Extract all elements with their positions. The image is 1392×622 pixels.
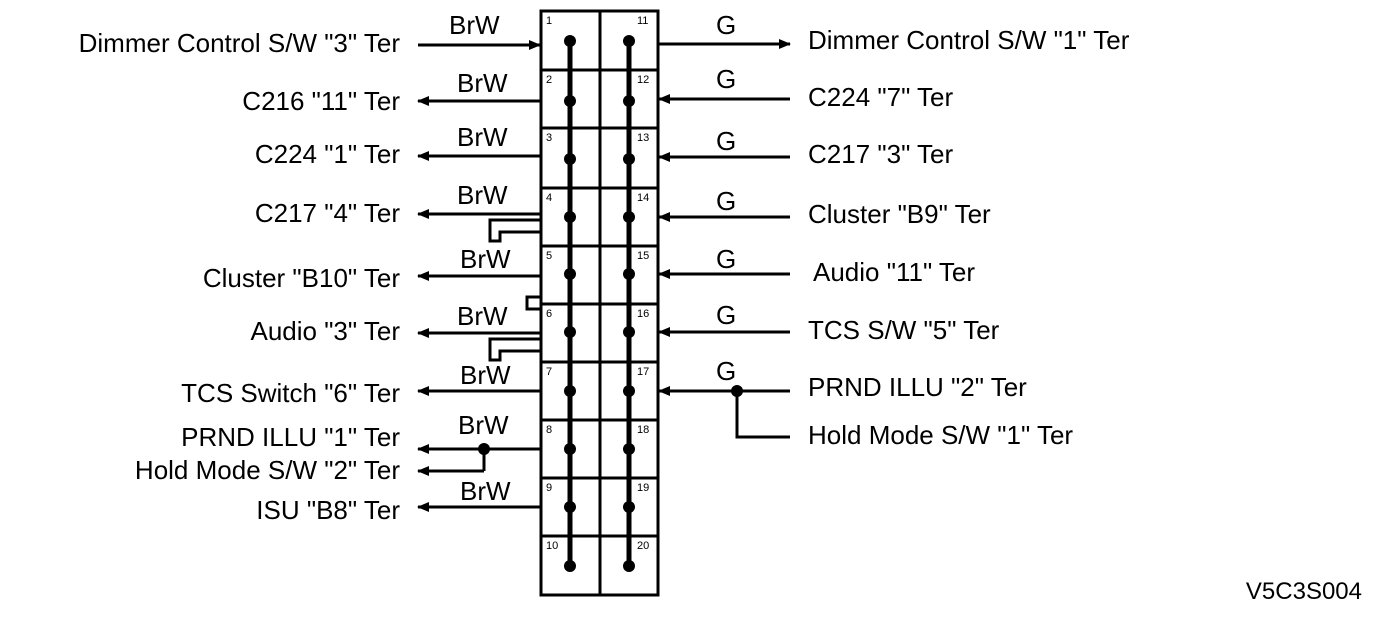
right-wire-colors: G G G G G G G: [716, 10, 736, 386]
connector: [539, 9, 660, 597]
branch-dot: [731, 385, 743, 397]
pin-number: 9: [546, 482, 552, 494]
right-wires: [658, 39, 791, 439]
terminal-label: TCS S/W "5" Ter: [808, 315, 1000, 345]
pin-number: 7: [546, 366, 552, 378]
wire-color-label: BrW: [460, 360, 511, 390]
wire-color-label: BrW: [460, 244, 511, 274]
wire-color-label: G: [716, 64, 736, 94]
wire-color-label: BrW: [458, 410, 509, 440]
wire-branch: [735, 391, 790, 439]
jumper-5-6: [525, 295, 541, 311]
pin-numbers-right: 11 12 13 14 15 16 17 18 19 20: [637, 15, 649, 552]
terminal-label: Hold Mode S/W "1" Ter: [808, 420, 1073, 450]
pin-number: 8: [546, 424, 552, 436]
pin-number: 6: [546, 308, 552, 320]
terminal-label: PRND ILLU "1" Ter: [181, 422, 400, 452]
figure-code: V5C3S004: [1246, 578, 1362, 605]
pin-number: 20: [637, 540, 649, 552]
terminal-label: C216 "11" Ter: [242, 86, 400, 116]
pin-number: 2: [546, 74, 552, 86]
terminal-label: Dimmer Control S/W "1" Ter: [808, 25, 1130, 55]
wire-color-label: BrW: [457, 68, 508, 98]
wire-color-label: BrW: [449, 10, 500, 40]
pin-number: 17: [637, 366, 649, 378]
terminal-label: PRND ILLU "2" Ter: [808, 372, 1027, 402]
terminal-label: Audio "3" Ter: [250, 316, 400, 346]
pin-number: 18: [637, 424, 649, 436]
wire-color-label: BrW: [460, 476, 511, 506]
pin-number: 10: [546, 540, 558, 552]
wire-color-label: G: [716, 244, 736, 274]
pin-numbers-left: 1 2 3 4 5 6 7 8 9 10: [546, 15, 558, 552]
bus-bars: [567, 41, 632, 566]
wire-color-label: G: [716, 126, 736, 156]
terminal-label: C224 "7" Ter: [808, 82, 954, 112]
pin-number: 3: [546, 132, 552, 144]
terminal-label: Cluster "B10" Ter: [203, 263, 401, 293]
wire-color-label: G: [716, 300, 736, 330]
splice-dots: [564, 35, 635, 572]
terminal-label: C217 "4" Ter: [255, 198, 401, 228]
right-terminal-labels: Dimmer Control S/W "1" Ter C224 "7" Ter …: [808, 25, 1130, 450]
pin-number: 19: [637, 482, 649, 494]
pin-number: 4: [546, 192, 552, 204]
terminal-label: Dimmer Control S/W "3" Ter: [79, 28, 401, 58]
terminal-label: Hold Mode S/W "2" Ter: [135, 455, 400, 485]
pin-number: 11: [637, 15, 648, 27]
wire-color-label: BrW: [457, 122, 508, 152]
pin-number: 13: [637, 132, 649, 144]
terminal-label: Cluster "B9" Ter: [808, 199, 991, 229]
wire-color-label: G: [716, 10, 736, 40]
wire-color-label: G: [716, 356, 736, 386]
pin-number: 1: [546, 15, 552, 27]
pin-number: 14: [637, 192, 649, 204]
jumper-4-5: [488, 218, 541, 243]
wire-color-label: BrW: [457, 301, 508, 331]
left-wire-colors: BrW BrW BrW BrW BrW BrW BrW BrW BrW: [449, 10, 511, 506]
pin-number: 16: [637, 308, 649, 320]
wire-color-label: G: [716, 186, 736, 216]
terminal-label: Audio "11" Ter: [813, 257, 975, 287]
left-wires: [417, 40, 541, 512]
terminal-label: C224 "1" Ter: [255, 139, 401, 169]
wire-branch: [482, 447, 541, 471]
pin-number: 12: [637, 74, 649, 86]
pin-number: 5: [546, 250, 552, 262]
terminal-label: TCS Switch "6" Ter: [181, 378, 400, 408]
pin-number: 15: [637, 250, 649, 262]
terminal-label: C217 "3" Ter: [808, 139, 954, 169]
wire-color-label: BrW: [457, 180, 508, 210]
jumper-6-7: [488, 337, 541, 362]
terminal-label: ISU "B8" Ter: [256, 495, 400, 525]
left-terminal-labels: Dimmer Control S/W "3" Ter C216 "11" Ter…: [79, 28, 401, 525]
branch-dot: [478, 443, 490, 455]
